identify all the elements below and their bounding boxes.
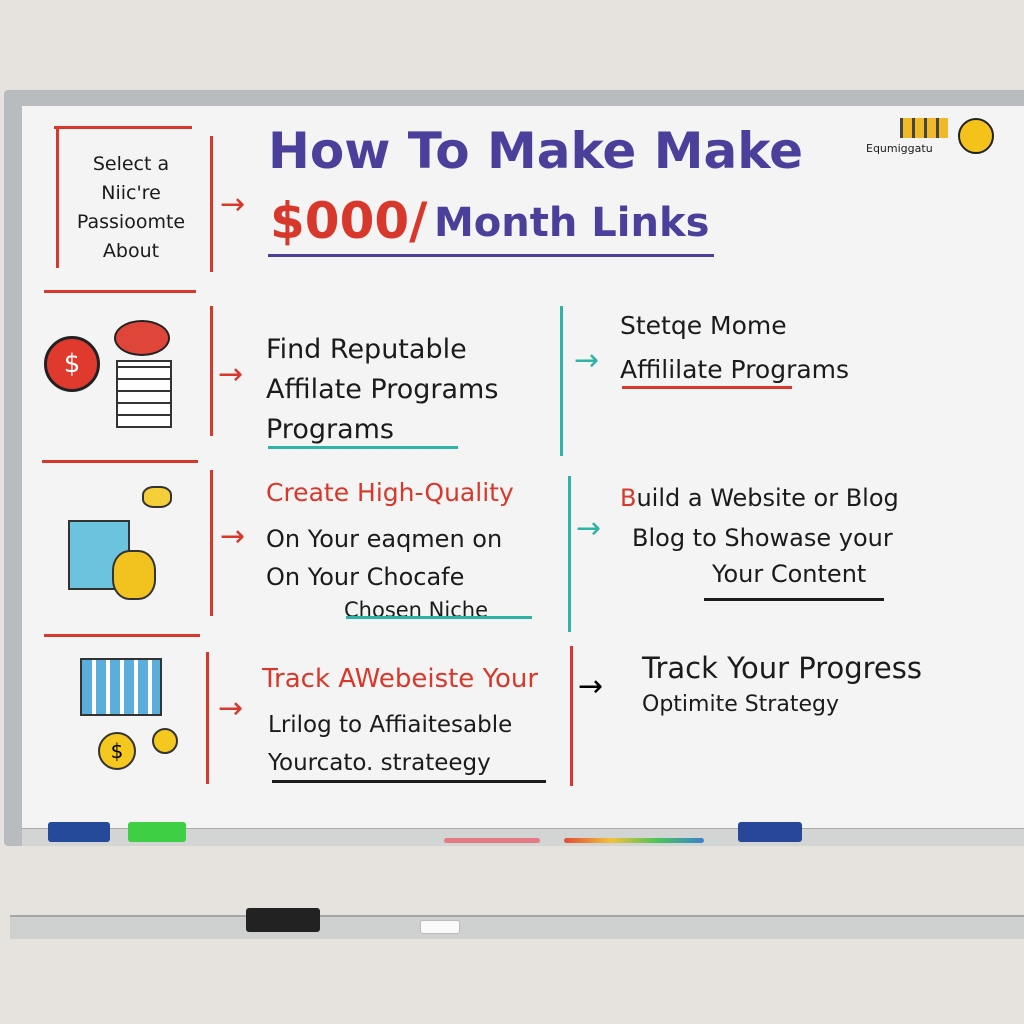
text-line: Stetqe Mome: [620, 311, 787, 340]
calendar-icon: [116, 360, 172, 428]
corner-doodle-text: Equmiggatu: [866, 142, 933, 155]
text-line: On Your eaqmen on: [266, 525, 503, 553]
arrow-right-icon: →: [220, 187, 246, 222]
underline: [622, 386, 792, 389]
title-amount: $000/: [270, 192, 428, 250]
underline: [268, 446, 458, 449]
title-line-1: How To Make Make: [268, 122, 804, 180]
coins-icon: [112, 550, 156, 600]
text-line: Chosen Niche: [344, 598, 488, 622]
pens[interactable]: [564, 838, 704, 843]
row-2-heading: Create High-Quality: [266, 478, 514, 507]
text-line: Track Your Progress: [642, 651, 922, 685]
divider: [570, 646, 573, 786]
text-line: Your Content: [712, 560, 867, 588]
row-3-right: Track Your Progress Optimite Strategy: [642, 646, 922, 720]
divider: [568, 476, 571, 632]
title-line-2: Month Links: [434, 200, 710, 246]
row-2-right: Build a Website or Blog Blog to Showase …: [620, 478, 899, 590]
speech-bubble-icon: [142, 486, 172, 508]
text-line: Affililate Programs: [620, 355, 850, 384]
divider: [42, 460, 198, 463]
dollar-gear-icon: $: [44, 336, 100, 392]
dashboard-icon: [80, 658, 162, 716]
eraser[interactable]: [246, 908, 320, 932]
text-line: On Your Chocafe: [266, 563, 465, 591]
whiteboard: [22, 106, 1024, 828]
text-line: Yourcato. strateegy: [268, 750, 491, 776]
divider: [44, 290, 196, 293]
divider: [206, 652, 209, 784]
step-1-line: Niic're: [101, 182, 161, 204]
chart-bars-icon: [900, 118, 948, 138]
lower-tray: [10, 915, 1024, 939]
text-rest: uild a Website or Blog: [636, 484, 899, 512]
divider: [44, 634, 200, 637]
step-1-line: Passioomte: [76, 211, 186, 233]
divider: [56, 128, 59, 268]
text-line: Programs: [266, 414, 394, 445]
text-initial: B: [620, 484, 637, 512]
step-1-line: Select a: [92, 153, 170, 175]
speech-bubble-icon: [114, 320, 170, 356]
divider: [560, 306, 563, 456]
arrow-right-icon: →: [218, 357, 244, 392]
divider: [54, 126, 192, 129]
arrow-right-icon: →: [220, 519, 246, 554]
row-3-heading: Track AWebeiste Your: [262, 664, 539, 694]
text-line: Optimite Strategy: [642, 692, 839, 717]
blue-eraser[interactable]: [738, 822, 802, 842]
underline: [272, 780, 546, 783]
row-2-middle: On Your eaqmen on On Your Chocafe Chosen…: [266, 520, 502, 624]
underline: [704, 598, 884, 601]
text-line: Affilate Programs: [266, 374, 499, 405]
step-1-text: Select a Niic're Passioomte About: [72, 150, 190, 266]
divider: [210, 136, 213, 272]
arrow-right-icon: →: [574, 343, 600, 378]
dollar-coin-icon: $: [98, 732, 136, 770]
arrow-right-icon: →: [578, 669, 604, 704]
underline: [346, 616, 532, 619]
text-line: Find Reputable: [266, 334, 467, 365]
arrow-right-icon: →: [576, 511, 602, 546]
divider: [210, 306, 213, 436]
lightbulb-icon: [958, 118, 994, 154]
coin-icon: [152, 728, 178, 754]
pen[interactable]: [444, 838, 540, 843]
blue-marker[interactable]: [48, 822, 110, 842]
text-line: Build a Website or Blog: [620, 478, 899, 518]
marker-cap[interactable]: [420, 920, 460, 934]
row-1-right: Stetqe Mome Affililate Programs: [620, 304, 849, 392]
text-line: Lrilog to Affiaitesable: [268, 712, 513, 738]
divider: [210, 470, 213, 616]
row-1-middle: Find Reputable Affilate Programs Program…: [266, 330, 498, 450]
green-marker[interactable]: [128, 822, 186, 842]
row-3-middle: Lrilog to Affiaitesable Yourcato. strate…: [268, 706, 512, 782]
arrow-right-icon: →: [218, 691, 244, 726]
title-underline: [268, 254, 714, 257]
text-line: Blog to Showase your: [632, 524, 893, 552]
step-1-line: About: [102, 240, 160, 262]
